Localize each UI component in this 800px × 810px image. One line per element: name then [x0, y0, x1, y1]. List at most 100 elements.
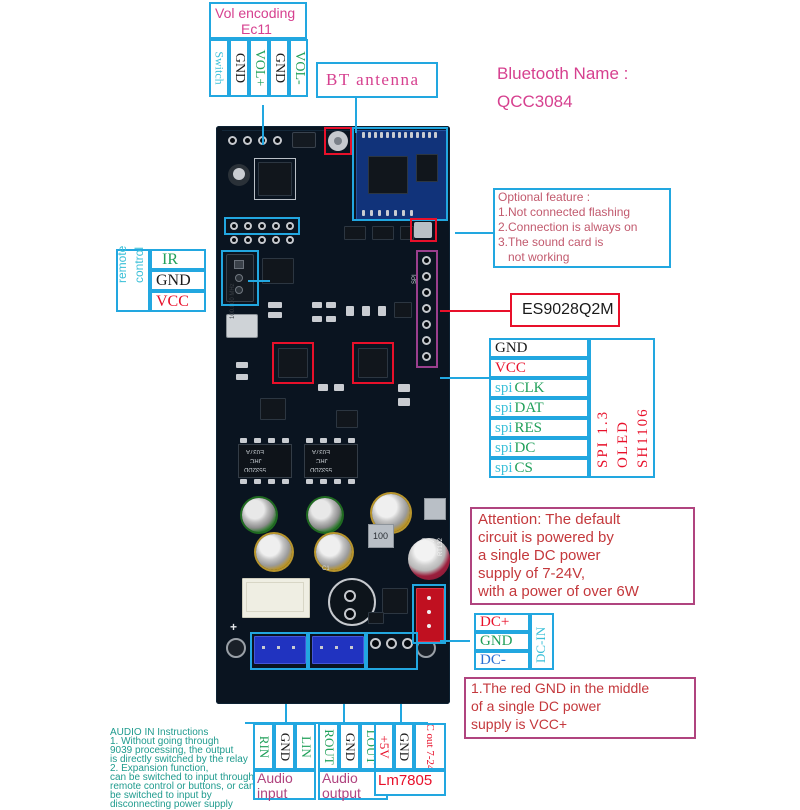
bt-module-highlight	[352, 127, 448, 221]
leader-spi-h	[440, 377, 490, 379]
leader-powerout-v	[400, 704, 402, 722]
spi-pin-dc[interactable]: spi DC	[489, 438, 589, 458]
dc-in-highlight	[412, 584, 446, 644]
power-pin-5v-label: +5V	[377, 734, 392, 759]
audio-out-pin-gnd[interactable]: GND	[339, 723, 360, 770]
attention-line1: Attention: The default	[478, 511, 621, 528]
audio-output-caption-line2: output	[322, 785, 361, 801]
spi-pin-cs-label: CS	[514, 459, 533, 476]
remote-pin-vcc[interactable]: VCC	[150, 291, 206, 312]
audio-instr-line8: be switched to input by	[110, 790, 212, 801]
audio-input-caption-box: Audio input	[253, 770, 316, 801]
dac-chip-label: ES9028Q2M	[522, 301, 614, 318]
power-pin-dcout-label: DC out 7-24V	[424, 723, 436, 770]
dcin-pin-gnd-label: GND	[480, 633, 513, 649]
spi-pin-vcc[interactable]: VCC	[489, 358, 589, 378]
remote-control-side-box: remote control	[115, 245, 150, 312]
audio-instr-line2: 1. Without going through	[110, 736, 219, 747]
spi-pin-clk-prefix: spi	[495, 379, 513, 396]
audio-input-highlight	[250, 632, 308, 670]
power-pin-gnd[interactable]: GND	[394, 723, 414, 770]
spi-pin-gnd[interactable]: GND	[489, 338, 589, 358]
cap-red-silk-1: 470	[422, 537, 428, 548]
bluetooth-name-line1: Bluetooth Name :	[497, 64, 629, 83]
audio-in-pin-gnd-label: GND	[277, 732, 293, 761]
power-out-caption: Lm7805	[378, 772, 433, 789]
vol-pin-volminus[interactable]: VOL-	[289, 39, 308, 97]
spi-side-label-oled: OLED	[615, 420, 631, 468]
spi-pin-res[interactable]: spi RES	[489, 418, 589, 438]
audio-in-pin-lin[interactable]: LIN	[295, 723, 316, 770]
vol-pin-gnd1-label: GND	[232, 52, 247, 84]
spi-pin-clk-label: CLK	[514, 379, 545, 396]
spi-pin-dc-prefix: spi	[495, 439, 513, 456]
power-pin-gnd-label: GND	[397, 732, 412, 761]
leader-encoder-v	[262, 105, 264, 145]
spi-side-label-driver: SH1106	[635, 407, 651, 468]
dcin-pin-negative-label: DC-	[480, 652, 506, 668]
leader-dac-h	[440, 310, 510, 312]
c1-silk: C1	[322, 566, 330, 572]
opamp1-silk-1: E037A	[246, 448, 265, 454]
bluetooth-name-value: QCC3084	[497, 92, 573, 111]
vol-pin-volplus[interactable]: VOL+	[249, 39, 269, 97]
audio-output-caption-line1: Audio	[322, 770, 358, 786]
gnd-note-line3: supply is VCC+	[471, 716, 568, 732]
vol-pin-gnd2-label: GND	[272, 52, 287, 84]
spi-pin-dat-label: DAT	[514, 399, 544, 416]
audio-instr-line6: can be switched to input through	[110, 772, 254, 783]
dcin-side-label: DC-IN	[533, 626, 548, 663]
dcin-pin-positive-label: DC+	[480, 614, 510, 630]
spi-pin-vcc-label: VCC	[495, 359, 526, 376]
plus-silk: +	[230, 620, 238, 634]
optional-feature-box: Optional feature : 1.Not connected flash…	[493, 188, 671, 268]
leader-antenna-v	[355, 98, 357, 133]
dcin-pin-positive[interactable]: DC+	[474, 613, 530, 632]
dac-chip2-highlight	[352, 342, 394, 384]
remote-control-label-line1: remote	[115, 245, 129, 283]
remote-pin-ir-label: IR	[162, 250, 178, 268]
audio-instr-line5: 2. Expansion function,	[110, 763, 209, 774]
gnd-note-line1: 1.The red GND in the middle	[471, 680, 650, 696]
audio-in-pin-gnd[interactable]: GND	[274, 723, 295, 770]
spi-pin-clk[interactable]: spi CLK	[489, 378, 589, 398]
remote-pin-ir[interactable]: IR	[150, 249, 206, 270]
remote-pin-gnd[interactable]: GND	[150, 270, 206, 291]
power-out-caption-box: Lm7805	[374, 770, 446, 796]
vol-pin-switch-label: Switch	[212, 51, 227, 85]
audio-out-pin-rout[interactable]: ROUT	[318, 723, 339, 770]
vol-pin-gnd2[interactable]: GND	[269, 39, 289, 97]
vol-pin-switch[interactable]: Switch	[209, 39, 229, 97]
encoder-header-highlight	[224, 217, 300, 235]
remote-control-label-line2: control	[132, 246, 146, 283]
spi-side-label-version: SPI 1.3	[595, 409, 611, 468]
audio-out-pin-rout-label: ROUT	[321, 728, 337, 765]
spi-pin-dat[interactable]: spi DAT	[489, 398, 589, 418]
attention-line4: supply of 7-24V,	[478, 565, 586, 582]
cap-red-silk-2: 35V	[430, 539, 436, 550]
vol-pin-gnd1[interactable]: GND	[229, 39, 249, 97]
audio-input-caption-line1: Audio	[257, 770, 293, 786]
leader-remote-h	[248, 280, 270, 282]
spi-pin-cs[interactable]: spi CS	[489, 458, 589, 478]
audio-in-pin-rin[interactable]: RIN	[253, 723, 274, 770]
antenna-highlight	[324, 127, 352, 155]
audio-out-pin-gnd-label: GND	[342, 732, 358, 761]
audio-instr-line9: disconnecting power supply	[110, 799, 233, 810]
power-pin-5v[interactable]: +5V	[374, 723, 394, 770]
power-pin-dcout[interactable]: DC out 7-24V	[414, 723, 446, 770]
power-out-highlight	[366, 632, 418, 670]
pcb-board: 100.000 MHz SPI	[216, 126, 450, 704]
dcin-pin-negative[interactable]: DC-	[474, 651, 530, 670]
attention-line5: with a power of over 6W	[478, 583, 639, 600]
audio-instr-line4: is directly switched by the relay	[110, 754, 248, 765]
cap-red-silk-3: RT132	[438, 538, 444, 556]
dcin-pin-gnd[interactable]: GND	[474, 632, 530, 651]
optional-feature-line4: 3.The sound card is	[498, 235, 604, 249]
spi-oled-side-box: SPI 1.3 OLED SH1106	[589, 338, 655, 478]
audio-in-pin-rin-label: RIN	[256, 735, 272, 758]
spi-pin-dc-label: DC	[514, 439, 536, 456]
spi-pin-dat-prefix: spi	[495, 399, 513, 416]
opamp1-silk-3: 5532DD	[244, 466, 267, 472]
